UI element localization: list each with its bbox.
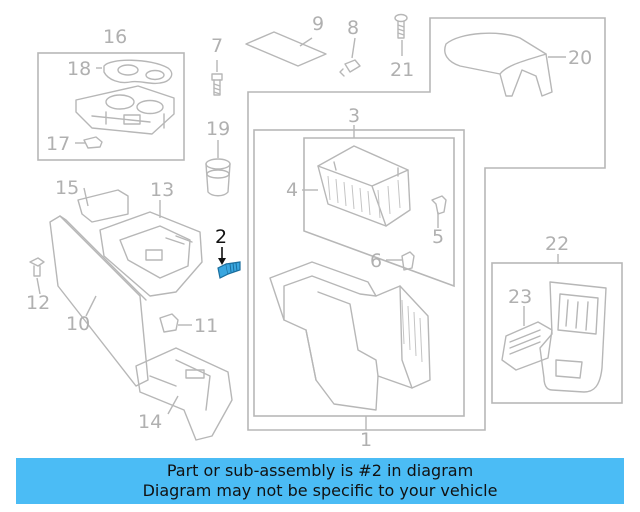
part-14-lower-bracket [135,347,233,441]
leader-lines [36,37,566,430]
group-box-16 [37,52,185,161]
callout-1: 1 [360,429,372,451]
group-box-22 [491,262,623,404]
callout-8: 8 [347,17,359,39]
banner-line-2: Diagram may not be specific to your vehi… [142,481,498,500]
part-16-console-top-plate [75,85,175,135]
callout-19: 19 [206,118,230,140]
part-17-clip [83,136,103,149]
callout-23: 23 [508,286,532,308]
info-banner: Part or sub-assembly is #2 in diagram Di… [16,458,624,504]
part-20-armrest-lid [444,32,553,97]
callout-9: 9 [312,13,324,35]
part-5-clip [431,195,447,215]
callout-2: 2 [215,226,227,248]
part-10-side-panel [49,215,149,387]
part-3-storage-bin [317,145,411,227]
banner-line-1: Part or sub-assembly is #2 in diagram [166,461,474,480]
callout-22: 22 [545,233,569,255]
callout-4: 4 [286,179,298,201]
callout-18: 18 [67,58,91,80]
callout-13: 13 [150,179,174,201]
callout-labels: 16 18 17 7 9 8 21 20 19 3 4 5 6 15 13 2 … [26,13,592,451]
part-19-cup [205,158,231,197]
callout-10: 10 [66,313,90,335]
group-box-3 [303,137,455,288]
parts-diagram: 16 18 17 7 9 8 21 20 19 3 4 5 6 15 13 2 … [26,13,623,451]
part-9-sheet [245,31,327,67]
callout-16: 16 [103,26,127,48]
callout-7: 7 [211,35,223,57]
group-box-1 [247,17,606,431]
part-2-bolt-highlighted [217,261,241,279]
part-15-bracket [77,189,129,223]
callout-21: 21 [390,59,414,81]
callout-14: 14 [138,411,162,433]
part-21-screw [394,13,408,39]
callout-15: 15 [55,177,79,199]
part-11-clip [159,313,179,333]
callout-5: 5 [432,226,444,248]
group-box-1-inner [253,129,465,417]
callout-11: 11 [194,315,218,337]
callout-20: 20 [568,47,592,69]
part-13-console-base [99,211,203,297]
part-8-plug [339,59,361,77]
part-7-bolt [211,73,223,96]
callout-12: 12 [26,292,50,314]
callout-6: 6 [370,250,382,272]
part-12-screw [29,257,45,277]
callout-17: 17 [46,133,70,155]
callout-3: 3 [348,105,360,127]
part-1-console-body [269,261,431,411]
part-22-vent-panel [539,281,607,393]
part-6-clip [401,251,415,271]
part-23-vent [501,321,553,371]
part-18-cup-holder-mat [103,59,173,85]
